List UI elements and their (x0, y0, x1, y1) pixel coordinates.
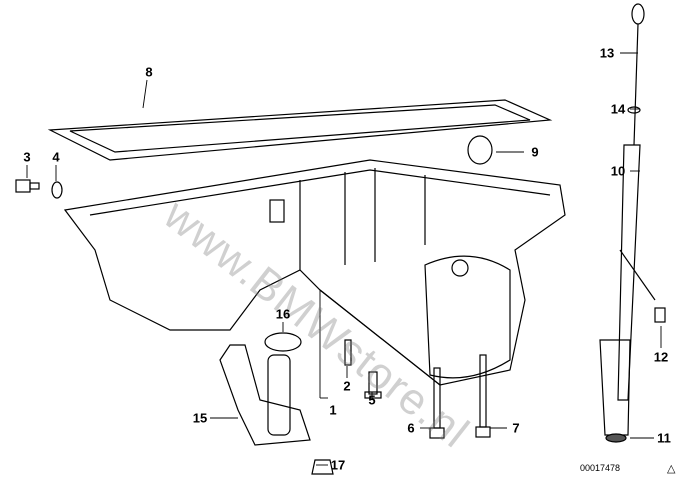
callout-11[interactable]: 11 (657, 430, 671, 446)
callout-16[interactable]: 16 (275, 306, 291, 322)
callout-3[interactable]: 3 (23, 149, 31, 165)
reference-number: 00017478 (580, 463, 621, 473)
callout-1[interactable]: 1 (329, 402, 337, 418)
gasket-drawing (47, 99, 553, 161)
callout-6[interactable]: 6 (407, 420, 415, 436)
triangle-icon: △ (667, 463, 676, 475)
callout-14[interactable]: 14 (610, 101, 626, 117)
callout-12[interactable]: 12 (653, 349, 669, 365)
callout-10[interactable]: 10 (610, 163, 626, 179)
leader-lines (26, 52, 662, 466)
plug-drawing (467, 135, 493, 165)
bolts-drawing (344, 339, 491, 439)
oil-pan-drawing (63, 159, 566, 386)
callout-13[interactable]: 13 (599, 45, 615, 61)
callout-7[interactable]: 7 (512, 420, 520, 436)
dipstick-drawing (599, 3, 666, 443)
callout-8[interactable]: 8 (145, 64, 153, 80)
callout-2[interactable]: 2 (343, 378, 351, 394)
callout-17[interactable]: 17 (330, 457, 346, 473)
callout-9[interactable]: 9 (531, 144, 539, 160)
callout-5[interactable]: 5 (368, 392, 376, 408)
oil-pickup-drawing (219, 332, 334, 475)
drain-plug-drawing (15, 179, 63, 199)
callout-4[interactable]: 4 (52, 149, 60, 165)
callout-15[interactable]: 15 (192, 410, 208, 426)
